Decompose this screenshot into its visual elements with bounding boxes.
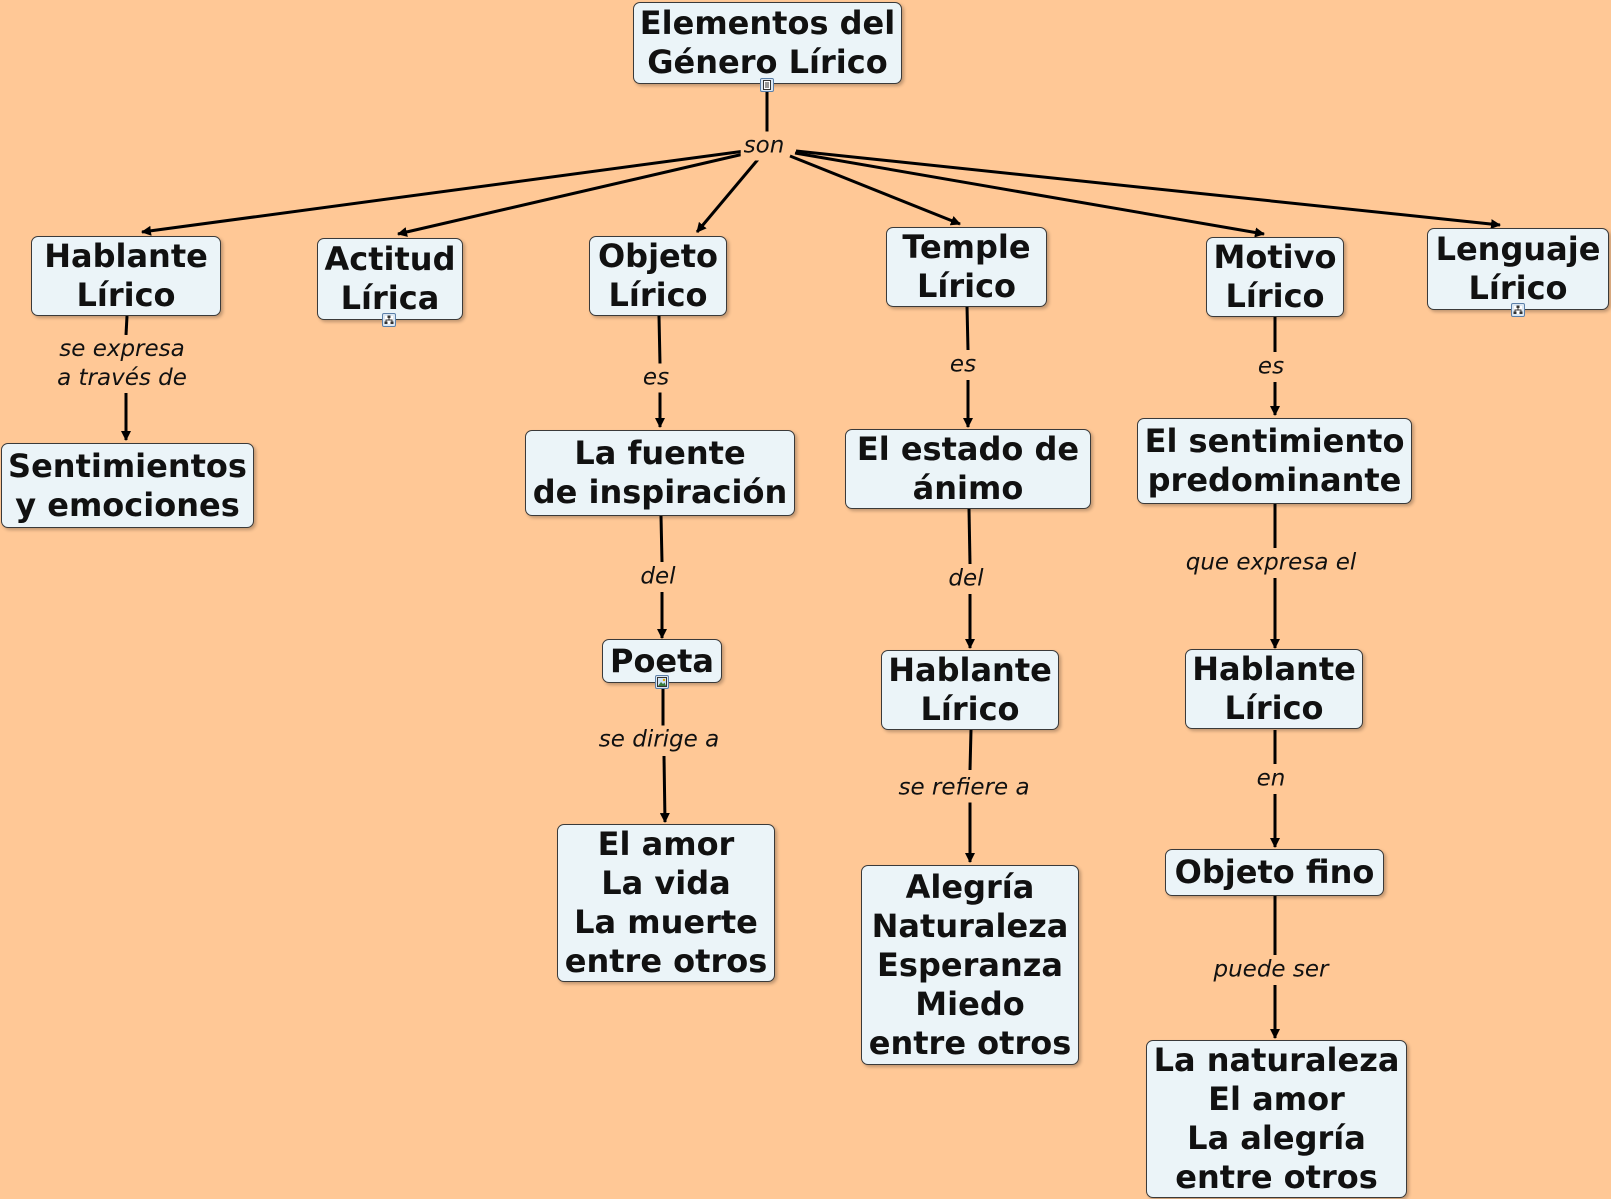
node-hablante-lirico[interactable]: Hablante Lírico [31,236,221,316]
edge-son-objeto [695,156,762,233]
node-motivo-lirico[interactable]: Motivo Lírico [1206,237,1344,317]
edge-son-actitud [397,151,749,237]
node-lenguaje-lirico[interactable]: Lenguaje Lírico [1427,228,1609,310]
label-motivo-es: es [1254,352,1288,382]
label-se-dirige: se dirige a [595,725,723,755]
node-temple-lirico[interactable]: Temple Lírico [886,227,1047,307]
label-objeto-es: es [639,363,673,393]
edge-son-hablante [141,149,746,236]
node-hablante-lirico-2[interactable]: Hablante Lírico [881,650,1059,730]
label-puede-ser: puede ser [1210,955,1332,985]
node-naturaleza[interactable]: La naturaleza El amor La alegría entre o… [1146,1040,1407,1198]
node-objeto-fino[interactable]: Objeto fino [1165,849,1384,896]
hierarchy-icon[interactable] [1511,303,1525,317]
document-icon[interactable] [760,78,774,92]
label-estado-del: del [945,564,987,594]
node-fuente-inspiracion[interactable]: La fuente de inspiración [525,430,795,516]
node-sentimientos[interactable]: Sentimientos y emociones [1,443,254,528]
node-alegria[interactable]: Alegría Naturaleza Esperanza Miedo entre… [861,865,1079,1065]
node-estado-animo[interactable]: El estado de ánimo [845,429,1091,509]
label-se-refiere: se refiere a [895,773,1033,803]
edge-estado-del [967,508,972,565]
node-sentimiento-predominante[interactable]: El sentimiento predominante [1137,418,1412,504]
label-se-expresa: se expresa a través de [54,335,190,393]
edge-hablante-label [124,315,129,336]
node-objeto-lirico[interactable]: Objeto Lírico [589,236,727,316]
label-temple-es: es [946,350,980,380]
label-fuente-del: del [637,562,679,592]
hierarchy-icon[interactable] [382,313,396,327]
edge-son-lenguaje [795,149,1501,230]
edge-fuente-del [659,515,664,563]
node-hablante-lirico-3[interactable]: Hablante Lírico [1185,649,1363,729]
edge-objeto-es [657,315,662,365]
node-actitud-lirica[interactable]: Actitud Lírica [317,238,463,320]
label-que-expresa: que expresa el [1182,548,1360,578]
image-icon[interactable] [655,675,669,689]
edge-son-motivo [794,151,1265,238]
edge-hablante2-refiere [968,729,973,771]
edge-temple-es [965,305,970,351]
node-amor-vida[interactable]: El amor La vida La muerte entre otros [557,824,775,982]
node-root[interactable]: Elementos del Género Lírico [633,2,902,84]
label-en: en [1253,764,1289,794]
label-son: son [740,131,788,161]
edge-dirige-amor [659,755,670,823]
edge-son-temple [789,154,961,226]
